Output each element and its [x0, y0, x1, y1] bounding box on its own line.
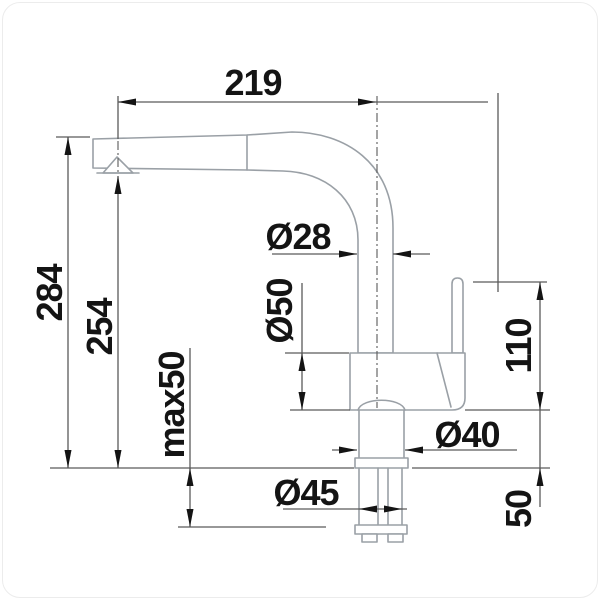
arrow-left-icon [405, 446, 423, 454]
arrow-up-icon [114, 176, 122, 194]
shank-tab-right [387, 533, 404, 543]
dim-label-body-dia: Ø50 [259, 278, 300, 343]
shank-tab-left [361, 533, 378, 543]
faucet-spout-and-pipe [92, 131, 394, 354]
lever-handle [451, 277, 464, 354]
dim-shank-len: 50 [498, 468, 544, 528]
arrow-up-icon [298, 353, 306, 371]
arrow-down-icon [186, 509, 194, 527]
arrow-right-icon [339, 250, 357, 258]
dim-label-reach: 219 [224, 62, 281, 103]
arrow-down-icon [114, 450, 122, 468]
arrow-up-icon [186, 468, 194, 486]
arrow-left-icon [393, 250, 411, 258]
dim-height-total: 284 [29, 137, 72, 468]
faucet-outline [92, 131, 466, 543]
dim-label-height-total: 284 [29, 263, 70, 321]
base-flange [354, 457, 409, 469]
dim-lever-height: 110 [498, 282, 544, 507]
arrow-down-icon [64, 450, 72, 468]
arrow-down-icon [298, 392, 306, 410]
mounting-nut [354, 524, 408, 535]
dim-label-lever-height: 110 [498, 318, 539, 373]
dim-label-shank-len: 50 [498, 490, 539, 528]
dim-label-height-spout: 254 [79, 297, 120, 355]
dim-base-dia: Ø40 [332, 414, 517, 455]
arrow-left-icon [118, 98, 136, 106]
arrow-right-icon [358, 98, 376, 106]
dim-counter-max: max50 [151, 348, 194, 527]
dim-shank-dia: Ø45 [273, 472, 407, 513]
arrow-up-icon [64, 137, 72, 155]
dim-body-dia: Ø50 [259, 278, 306, 410]
dim-label-pipe-dia: Ø28 [265, 216, 330, 257]
dim-reach: 219 [118, 62, 488, 106]
arrow-up-icon [536, 468, 544, 486]
dim-height-spout: 254 [79, 96, 122, 468]
dim-pipe-dia: Ø28 [265, 216, 430, 258]
arrow-right-icon [384, 505, 402, 513]
arrow-up-icon [536, 282, 544, 300]
faucet-body [349, 352, 466, 411]
arrow-left-icon [359, 505, 377, 513]
dim-label-counter-max: max50 [151, 351, 192, 458]
dim-label-base-dia: Ø40 [434, 414, 499, 455]
base-dome-arch [357, 399, 406, 411]
arrow-right-icon [339, 446, 357, 454]
reference-lines [50, 93, 550, 528]
arrow-down-icon [536, 392, 544, 410]
lever-mount-joint [436, 352, 452, 408]
dim-label-shank-dia: Ø45 [273, 472, 339, 513]
